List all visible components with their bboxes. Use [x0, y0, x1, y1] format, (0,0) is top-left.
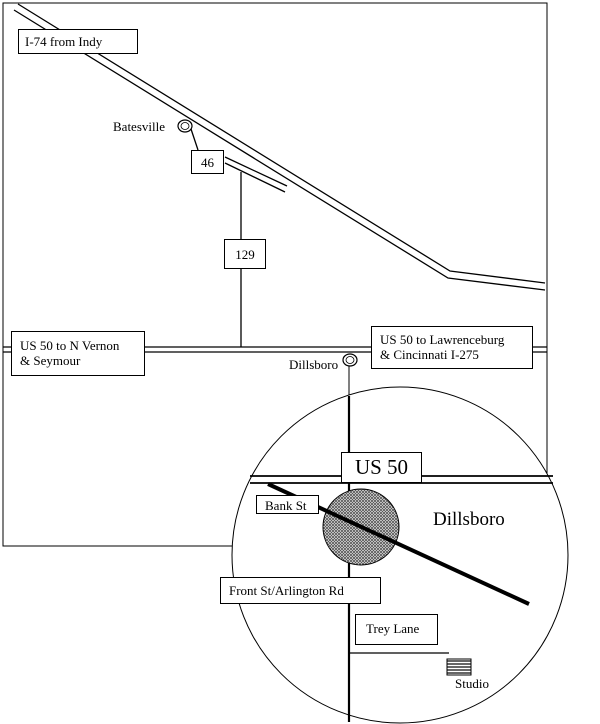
studio-label: Studio: [455, 676, 489, 691]
route-129-shield: 129: [224, 239, 266, 269]
route-46-shield: 46: [191, 150, 224, 174]
inset-us50-text: US 50: [354, 455, 409, 479]
route-129-text: 129: [235, 247, 255, 262]
us50-east-label: US 50 to Lawrenceburg & Cincinnati I-275: [371, 326, 533, 369]
us50-west-line2: & Seymour: [20, 353, 81, 368]
front-st-label: Front St/Arlington Rd: [220, 577, 381, 604]
us50-west-line1: US 50 to N Vernon: [20, 338, 120, 353]
dillsboro-marker: [342, 353, 358, 367]
i74-label-text: I-74 from Indy: [25, 34, 103, 49]
us50-east-line2: & Cincinnati I-275: [380, 347, 479, 362]
route-46-text: 46: [201, 155, 214, 170]
trey-lane-text: Trey Lane: [366, 621, 420, 636]
batesville-marker: [177, 119, 193, 133]
front-st-text: Front St/Arlington Rd: [229, 583, 344, 598]
dillsboro-town-label: Dillsboro: [289, 357, 339, 372]
batesville-label: Batesville: [113, 119, 165, 134]
us50-east-line1: US 50 to Lawrenceburg: [380, 332, 505, 347]
inset-circle: [231, 386, 569, 724]
route-46-road: [190, 128, 288, 193]
i74-highway: [13, 3, 546, 291]
trey-lane-label: Trey Lane: [355, 614, 438, 645]
us50-west-label: US 50 to N Vernon & Seymour: [11, 331, 145, 376]
studio-building: [446, 658, 472, 676]
i74-label: I-74 from Indy: [18, 29, 138, 54]
bank-st-text: Bank St: [265, 498, 307, 513]
inset-us50-shield: US 50: [341, 452, 422, 483]
inset-dillsboro-label: Dillsboro: [433, 509, 505, 530]
bank-st-label: Bank St: [256, 495, 319, 514]
